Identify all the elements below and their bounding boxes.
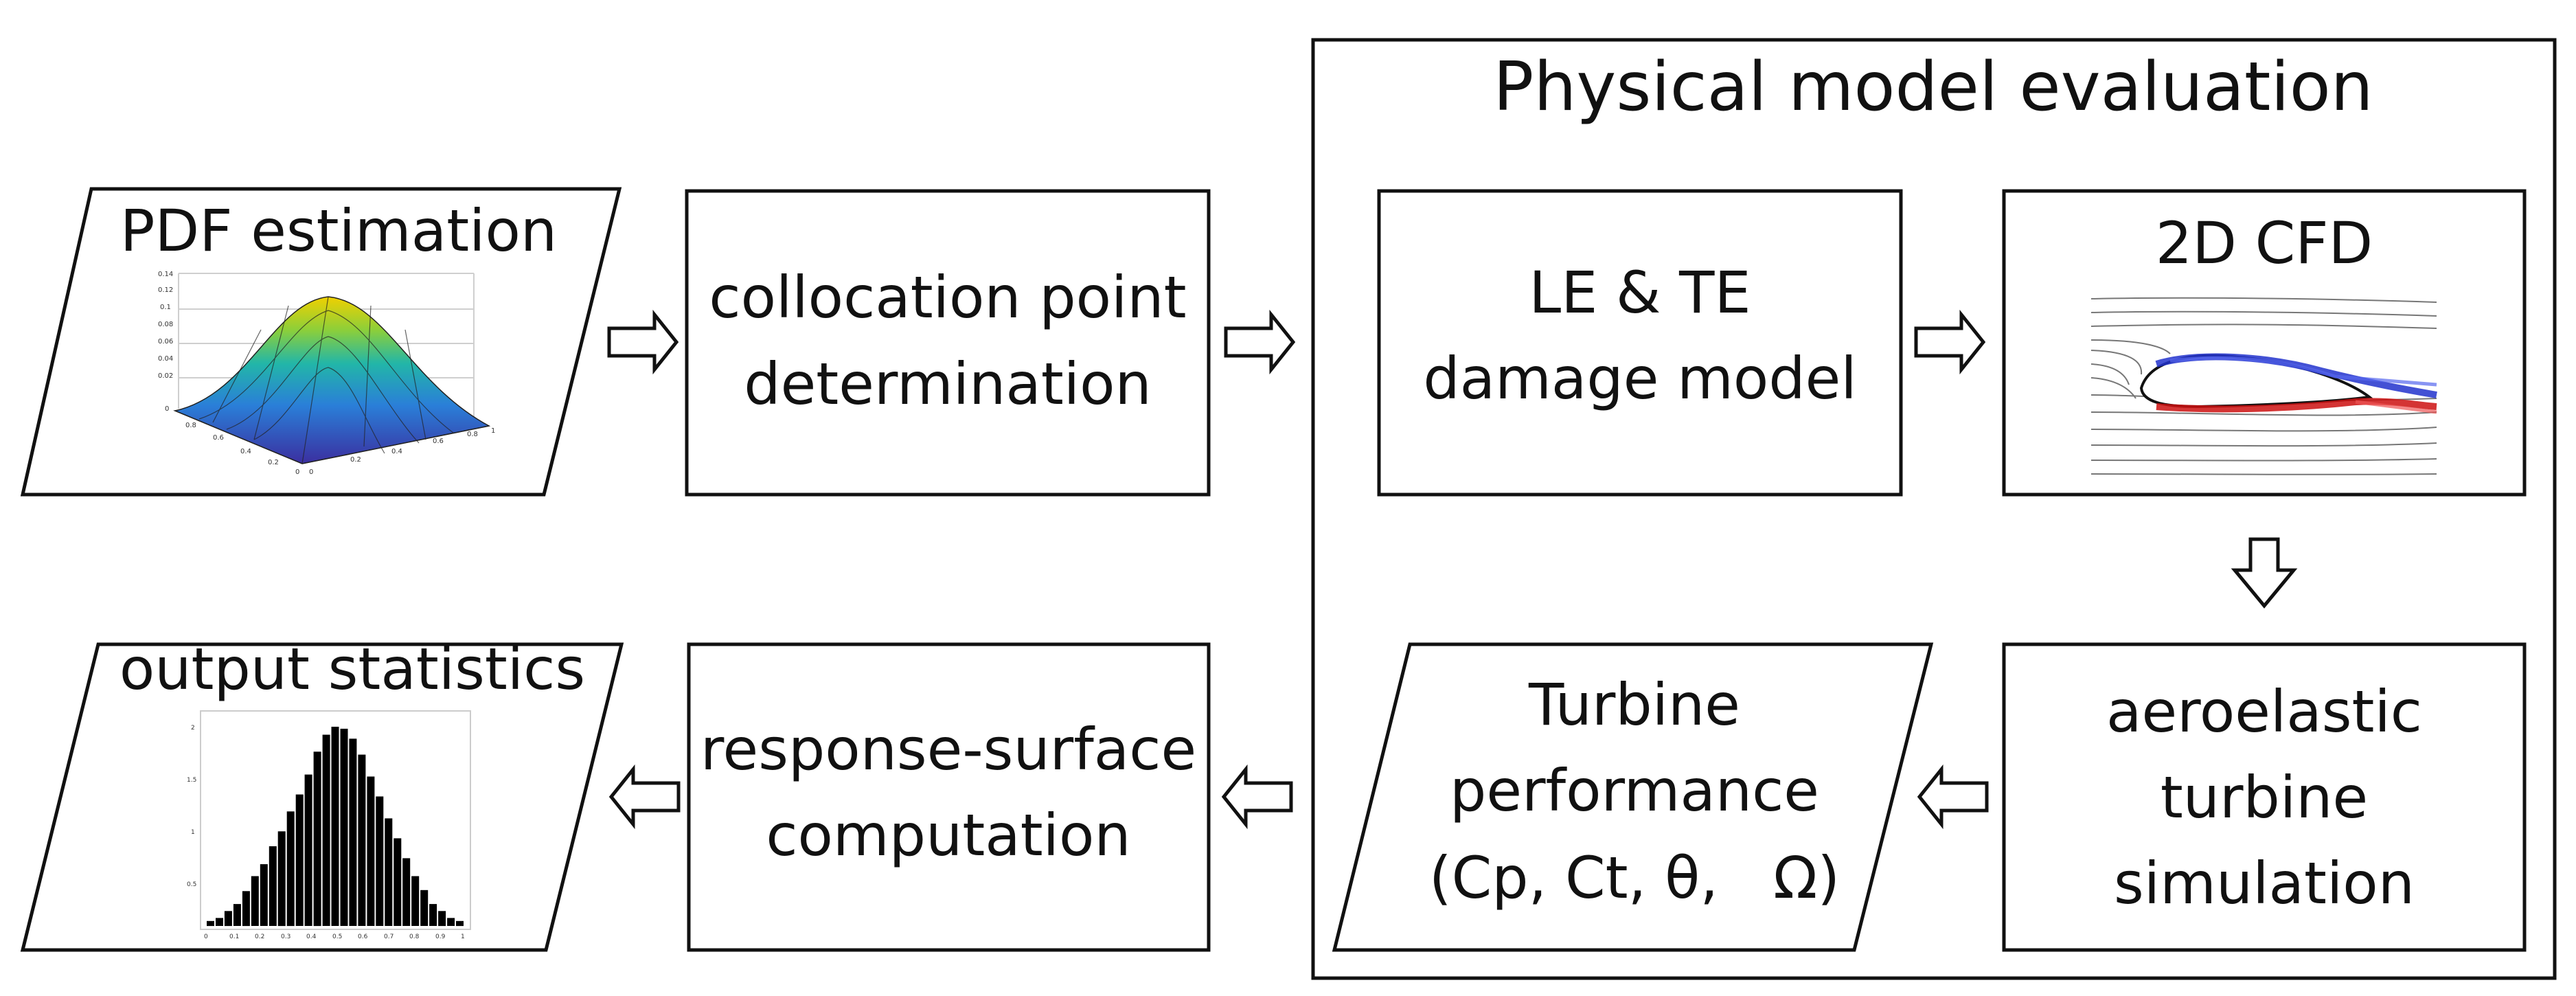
histogram-bar — [429, 904, 437, 926]
histogram-bar — [456, 920, 464, 927]
turbine-performance-box — [1332, 642, 1934, 952]
arrow-left-icon — [1221, 764, 1293, 830]
svg-text:0.2: 0.2 — [350, 456, 361, 464]
turbine-performance-line1: Turbine — [1528, 671, 1740, 738]
svg-text:0: 0 — [204, 933, 208, 940]
histogram-bar — [260, 864, 268, 926]
histogram-bar — [233, 904, 241, 926]
histogram-bar — [251, 876, 259, 926]
histogram-bar — [304, 774, 312, 926]
svg-text:0.8: 0.8 — [185, 422, 196, 429]
response-surface-line1: response-surface — [700, 716, 1196, 783]
damage-model-label-line1: LE & TE — [1529, 259, 1751, 326]
pdf-estimation-label: PDF estimation — [120, 197, 557, 264]
damage-model-label-line2: damage model — [1423, 345, 1856, 412]
histogram-bar — [340, 728, 348, 926]
turbine-performance-line3: (Cp, Ct, θ, Ω) — [1429, 844, 1840, 912]
svg-text:0.08: 0.08 — [158, 321, 173, 328]
histogram-bar — [224, 911, 232, 927]
svg-text:0.1: 0.1 — [229, 933, 239, 940]
arrow-right-icon — [607, 309, 679, 375]
response-surface-line2: computation — [766, 802, 1130, 869]
damage-model-box — [1377, 189, 1903, 497]
svg-text:0: 0 — [295, 468, 299, 476]
arrow-down-icon — [2231, 537, 2298, 609]
collocation-box — [685, 189, 1211, 497]
svg-text:0.1: 0.1 — [160, 304, 171, 311]
arrow-left-icon — [608, 764, 681, 830]
svg-text:0.06: 0.06 — [158, 338, 173, 346]
arrow-right-icon — [1224, 309, 1296, 375]
arrow-left-icon — [1917, 764, 1989, 830]
svg-text:1: 1 — [491, 427, 495, 435]
histogram-bar — [394, 838, 402, 926]
histogram-bar — [286, 811, 295, 927]
pdf-surface-plot: 0.14 0.12 0.1 0.08 0.06 0.04 0.02 0 0.8 0.6 0… — [158, 271, 495, 476]
response-surface-box — [687, 642, 1211, 952]
output-statistics-label: output statistics — [119, 635, 585, 703]
svg-text:1: 1 — [461, 933, 465, 940]
aeroelastic-box — [2002, 642, 2527, 952]
aeroelastic-label-line2: turbine — [2161, 764, 2368, 831]
svg-text:0.02: 0.02 — [158, 372, 173, 380]
output-histogram: 0 0.1 0.2 0.3 0.4 0.5 0.6 0.7 0.8 0.9 1 2 1.5 1 0… — [187, 710, 471, 940]
aeroelastic-label-line1: aeroelastic — [2106, 678, 2422, 745]
histogram-bar — [207, 920, 214, 927]
histogram-bar — [358, 754, 366, 926]
svg-text:1: 1 — [191, 829, 195, 836]
cfd-label: 2D CFD — [2156, 210, 2373, 277]
histogram-bar — [349, 738, 357, 926]
svg-text:0.4: 0.4 — [240, 448, 251, 455]
svg-text:0.6: 0.6 — [213, 434, 224, 442]
svg-text:0.2: 0.2 — [268, 459, 279, 466]
physical-model-panel — [1311, 38, 2557, 980]
histogram-bar — [447, 918, 455, 926]
svg-text:0.4: 0.4 — [391, 448, 402, 455]
svg-text:0.8: 0.8 — [467, 431, 478, 438]
arrow-right-icon — [1914, 309, 1986, 375]
svg-text:0: 0 — [309, 468, 313, 476]
svg-text:0.2: 0.2 — [255, 933, 264, 940]
svg-text:2: 2 — [191, 725, 195, 732]
histogram-bar — [376, 796, 384, 926]
histogram-bar — [438, 911, 446, 927]
turbine-performance-line2: performance — [1450, 757, 1819, 824]
histogram-bar — [313, 751, 321, 927]
histogram-bar — [402, 858, 411, 926]
svg-text:1.5: 1.5 — [187, 777, 196, 784]
svg-text:0: 0 — [165, 405, 169, 413]
cfd-airfoil-streamlines — [2090, 297, 2437, 475]
histogram-bar — [295, 794, 304, 926]
histogram-bar — [322, 734, 330, 926]
svg-text:0.7: 0.7 — [384, 933, 394, 940]
collocation-label-line2: determination — [744, 350, 1151, 418]
aeroelastic-label-line3: simulation — [2114, 850, 2415, 917]
histogram-bar — [420, 890, 429, 926]
svg-text:0.6: 0.6 — [433, 438, 444, 445]
histogram-bar — [411, 876, 420, 926]
svg-text:0.04: 0.04 — [158, 355, 173, 363]
svg-text:0.5: 0.5 — [187, 881, 196, 888]
histogram-bar — [331, 727, 339, 926]
histogram-bar — [242, 891, 250, 927]
svg-text:0.14: 0.14 — [158, 271, 173, 278]
svg-text:0.8: 0.8 — [409, 933, 420, 940]
svg-text:0.6: 0.6 — [358, 933, 368, 940]
svg-text:0.5: 0.5 — [332, 933, 342, 940]
panel-title: Physical model evaluation — [1493, 48, 2373, 126]
histogram-bar — [269, 846, 277, 926]
svg-text:0.4: 0.4 — [306, 933, 317, 940]
histogram-bar — [367, 776, 375, 926]
histogram-bar — [385, 818, 393, 926]
svg-text:0.3: 0.3 — [281, 933, 290, 940]
histogram-bar — [216, 918, 223, 926]
collocation-label-line1: collocation point — [709, 264, 1186, 331]
svg-text:0.9: 0.9 — [435, 933, 446, 940]
histogram-bar — [277, 831, 286, 927]
cfd-box — [2002, 189, 2527, 497]
svg-text:0.12: 0.12 — [158, 286, 173, 294]
